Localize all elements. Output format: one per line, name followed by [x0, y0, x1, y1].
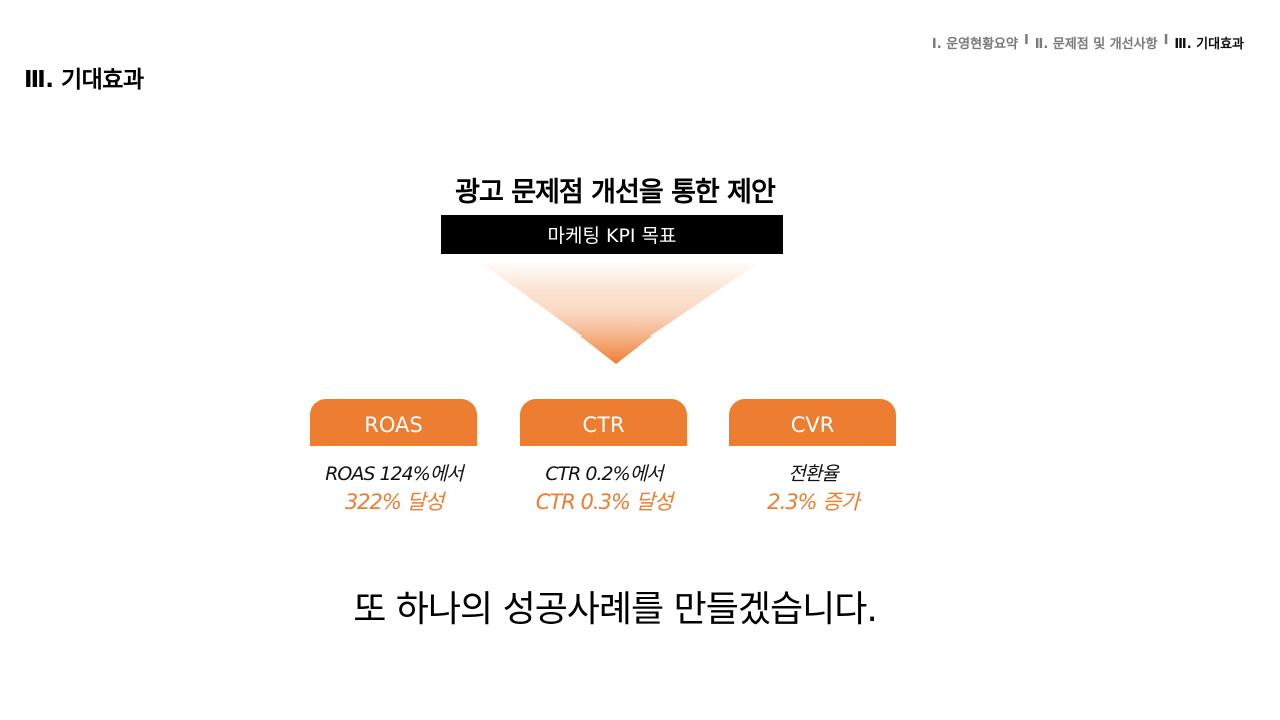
- funnel-arrow-icon: [480, 262, 760, 364]
- nav-item-issues[interactable]: Ⅱ. 문제점 및 개선사항: [1034, 37, 1158, 52]
- cvr-card-title: CVR: [729, 399, 896, 446]
- nav-item-effects[interactable]: Ⅲ. 기대효과: [1174, 37, 1244, 52]
- ctr-line1: CTR 0.2%에서: [545, 463, 663, 485]
- roas-title-text: ROAS: [364, 412, 423, 437]
- section-nav: Ⅰ. 운영현황요약 I Ⅱ. 문제점 및 개선사항 I Ⅲ. 기대효과: [932, 33, 1244, 52]
- kpi-label: 마케팅 KPI 목표: [547, 225, 677, 247]
- ctr-title-text: CTR: [582, 412, 625, 437]
- nav-separator: I: [1163, 33, 1169, 48]
- cvr-card-text: 전환율 2.3% 증가: [703, 460, 923, 516]
- nav-separator: I: [1023, 33, 1029, 48]
- cvr-title-text: CVR: [790, 412, 835, 437]
- ctr-card-title: CTR: [520, 399, 687, 446]
- headline: 광고 문제점 개선을 통한 제안: [455, 177, 776, 208]
- cvr-line1: 전환율: [788, 463, 838, 485]
- roas-card-text: ROAS 124%에서 322% 달성: [284, 460, 504, 516]
- closing-statement: 또 하나의 성공사례를 만들겠습니다.: [353, 589, 878, 630]
- ctr-line2: CTR 0.3% 달성: [535, 490, 673, 514]
- roas-line2: 322% 달성: [344, 490, 444, 514]
- nav-item-summary[interactable]: Ⅰ. 운영현황요약: [931, 37, 1018, 52]
- page-title: Ⅲ. 기대효과: [24, 67, 144, 93]
- kpi-label-bar: 마케팅 KPI 목표: [441, 215, 783, 254]
- roas-line1: ROAS 124%에서: [325, 463, 464, 485]
- cvr-line2: 2.3% 증가: [767, 490, 860, 514]
- ctr-card-text: CTR 0.2%에서 CTR 0.3% 달성: [494, 460, 714, 516]
- roas-card-title: ROAS: [310, 399, 477, 446]
